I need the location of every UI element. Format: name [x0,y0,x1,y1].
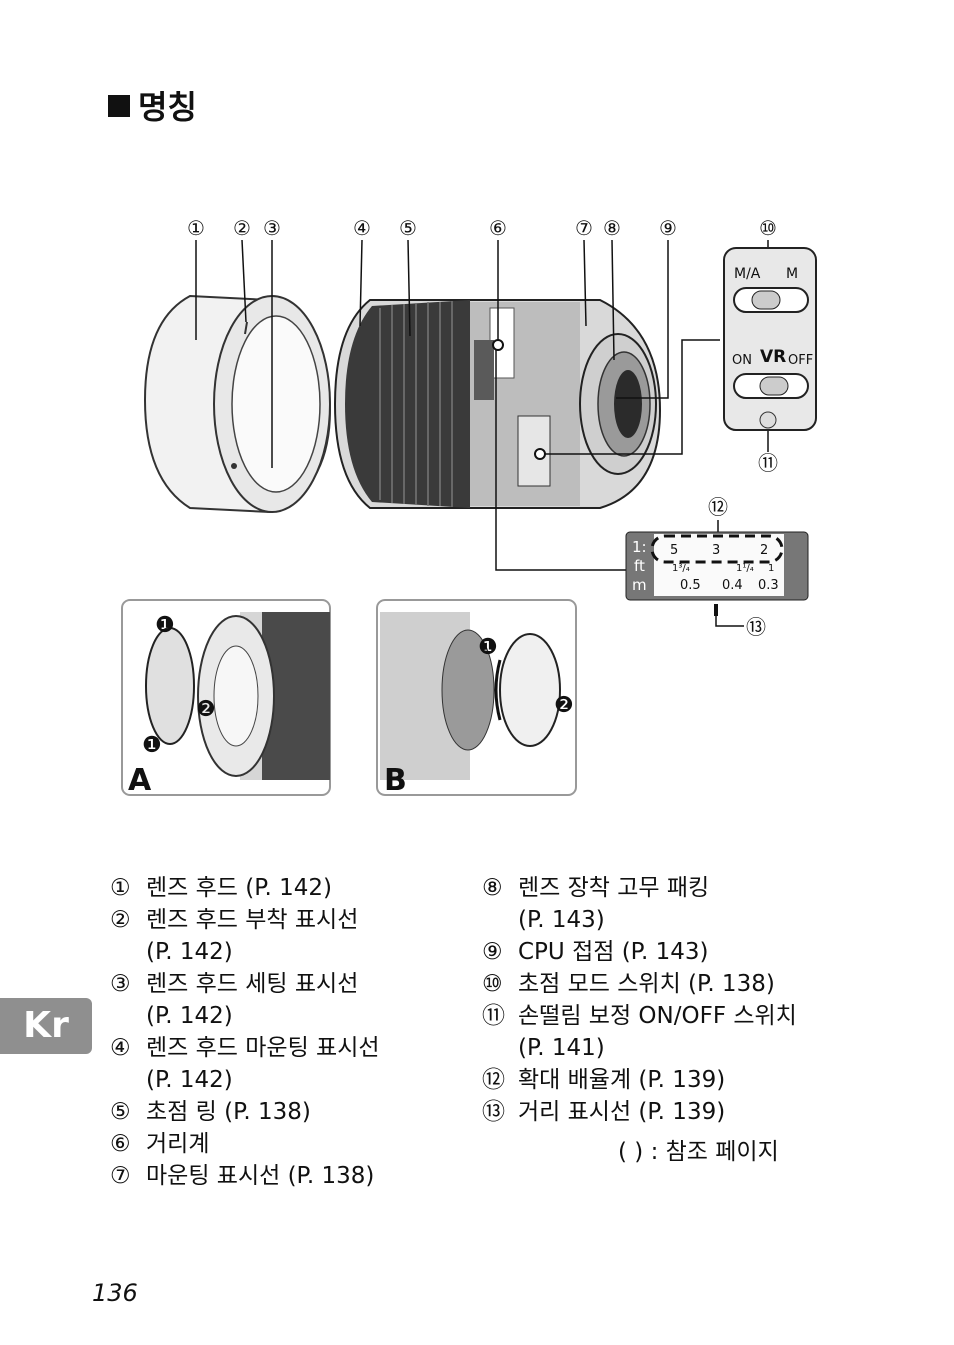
parts-list-right: ⑧ 렌즈 장착 고무 패킹 (P. 143) ⑨ CPU 접점 (P. 143) ⑩… [482,872,862,1128]
part-item-13: ⑬ 거리 표시선 (P. 139) [482,1096,862,1128]
inset-b-step2: ❷ [554,693,574,718]
part-text: 거리 표시선 (P. 139) [518,1099,726,1125]
part-item-2-cont: (P. 142) [146,939,233,965]
part-item-6: ⑥ 거리계 [110,1128,470,1160]
language-tab: Kr [0,998,92,1054]
m-value-3: 0.3 [758,578,779,593]
m-value-1: 0.5 [680,578,701,593]
part-item-9: ⑨ CPU 접점 (P. 143) [482,936,862,968]
inset-b-label: B [384,763,407,798]
part-num: ④ [110,1035,131,1061]
inset-a-label: A [128,763,152,798]
callout-2: ② [233,216,251,240]
part-text: 렌즈 후드 (P. 142) [146,875,333,901]
part-item-2: ② 렌즈 후드 부착 표시선 [110,904,470,936]
part-item-5: ⑤ 초점 링 (P. 138) [110,1096,470,1128]
part-item-1: ① 렌즈 후드 (P. 142) [110,872,470,904]
ft-label: ft [634,557,645,575]
part-text: 렌즈 후드 부착 표시선 [146,907,359,933]
ratio-value-5: 5 [670,543,678,558]
section-heading: 명칭 [108,82,197,128]
switch-on-label: ON [732,353,752,368]
part-item-3-cont: (P. 142) [146,1003,233,1029]
part-item-11-cont: (P. 141) [518,1035,605,1061]
parts-list-left: ① 렌즈 후드 (P. 142) ② 렌즈 후드 부착 표시선 (P. 142) ③… [110,872,470,1192]
part-num: ⑥ [110,1131,131,1157]
part-item-10: ⑩ 초점 모드 스위치 (P. 138) [482,968,862,1000]
part-item-8-cont: (P. 143) [518,907,605,933]
part-num: ① [110,875,131,901]
switch-off-label: OFF [788,353,813,368]
callout-8: ⑧ [603,216,621,240]
part-text: 초점 링 (P. 138) [146,1099,311,1125]
part-item-11: ⑪ 손떨림 보정 ON/OFF 스위치 [482,1000,862,1032]
part-text: 초점 모드 스위치 (P. 138) [518,971,775,997]
m-value-2: 0.4 [722,578,743,593]
part-text: 마운팅 표시선 (P. 138) [146,1163,375,1189]
ratio-label: 1: [632,538,647,556]
part-item-12: ⑫ 확대 배율계 (P. 139) [482,1064,862,1096]
part-text: 렌즈 장착 고무 패킹 [518,875,710,901]
part-item-7: ⑦ 마운팅 표시선 (P. 138) [110,1160,470,1192]
part-text: 거리계 [146,1131,210,1157]
page-number: 136 [92,1279,138,1307]
part-text: 렌즈 후드 세팅 표시선 [146,971,359,997]
lens-illustration: ① ② ③ ④ ⑤ ⑥ ⑦ ⑧ ⑨ ⑩ ⑪ ⑫ ⑬ M/A M ON VR OF… [121,216,817,798]
inset-a: ❶ ❷ ❶ A [121,599,331,798]
inset-a-step2: ❷ [196,697,216,722]
switch-ma-label: M/A [734,266,761,282]
part-text: CPU 접점 (P. 143) [518,939,709,965]
part-num: ⑧ [482,875,503,901]
callout-3: ③ [263,216,281,240]
switch-panel: M/A M ON VR OFF [723,247,817,431]
callout-12: ⑫ [708,495,728,519]
ft-value-2: 1¹/₄ [736,563,754,574]
part-num: ③ [110,971,131,997]
part-num: ⑤ [110,1099,131,1125]
ft-value-1: 1³/₄ [672,563,690,574]
m-label: m [632,576,647,594]
callout-4: ④ [353,216,371,240]
callout-13: ⑬ [746,615,766,639]
heading-square-bullet [108,95,130,117]
part-item-8: ⑧ 렌즈 장착 고무 패킹 [482,872,862,904]
switch-vr-label: VR [760,347,786,367]
inset-a-step1-bottom: ❶ [142,733,162,758]
part-item-4-cont: (P. 142) [146,1067,233,1093]
heading-title: 명칭 [138,88,197,126]
lens-barrel [333,299,662,509]
part-item-4: ④ 렌즈 후드 마운팅 표시선 [110,1032,470,1064]
part-num: ⑩ [482,971,503,997]
part-text: 렌즈 후드 마운팅 표시선 [146,1035,380,1061]
ft-value-3: 1 [768,563,774,574]
part-num: ⑨ [482,939,503,965]
callout-5: ⑤ [399,216,417,240]
callout-10: ⑩ [759,216,777,240]
inset-b-step1: ❶ [478,635,498,660]
part-text: 확대 배율계 (P. 139) [518,1067,726,1093]
callout-6: ⑥ [489,216,507,240]
lens-hood [143,294,332,514]
callout-7: ⑦ [575,216,593,240]
callout-9: ⑨ [659,216,677,240]
callout-1: ① [187,216,205,240]
callout-11: ⑪ [758,451,778,475]
part-text: 손떨림 보정 ON/OFF 스위치 [518,1003,797,1029]
part-num: ② [110,907,131,933]
part-num: ⑫ [482,1067,505,1093]
part-num: ⑦ [110,1163,131,1189]
inset-b: ❶ ❷ B [376,599,577,798]
part-num: ⑬ [482,1099,505,1125]
scale-panel: 1: ft m 5 3 2 1³/₄ 1¹/₄ 1 0.5 0.4 0.3 [625,531,809,616]
reference-page-note: ( ) : 참조 페이지 [618,1139,779,1165]
part-num: ⑪ [482,1003,505,1029]
callout-numbers: ① ② ③ ④ ⑤ ⑥ ⑦ ⑧ ⑨ ⑩ ⑪ ⑫ ⑬ [187,216,778,639]
switch-m-label: M [786,266,798,282]
part-item-3: ③ 렌즈 후드 세팅 표시선 [110,968,470,1000]
ratio-value-3: 3 [712,543,720,558]
callout-leaders [195,239,769,627]
inset-a-step1-top: ❶ [155,613,175,638]
ratio-value-2: 2 [760,543,768,558]
